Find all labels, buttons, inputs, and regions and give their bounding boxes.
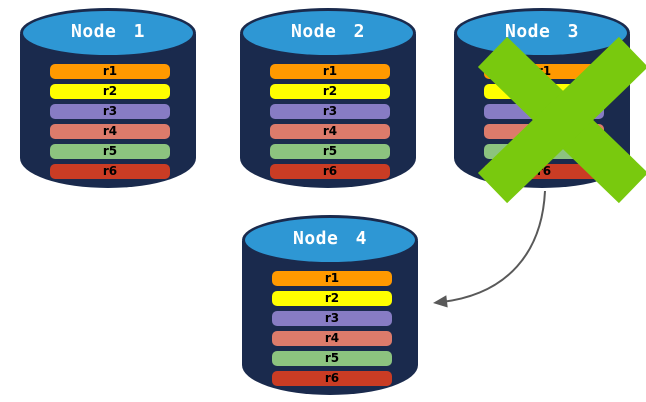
node-1: Node 1 r1 r2 r3 r4 r5 r6 (20, 8, 196, 188)
row-r1: r1 (272, 271, 392, 286)
replication-arrowhead (433, 295, 448, 308)
cylinder-top-face (23, 11, 193, 55)
node-title: Node 2 (290, 21, 366, 42)
node-4: Node 4 r1 r2 r3 r4 r5 r6 (242, 215, 418, 395)
row-r1: r1 (270, 64, 390, 79)
node-title: Node 4 (292, 228, 368, 249)
cylinder-top-rim (454, 8, 630, 58)
row-list: r1 r2 r3 r4 r5 r6 (272, 271, 392, 391)
row-r3: r3 (50, 104, 170, 119)
row-r3: r3 (272, 311, 392, 326)
cylinder-top-face (243, 11, 413, 55)
row-r3: r3 (270, 104, 390, 119)
cylinder-top-rim (20, 8, 196, 58)
row-r2: r2 (270, 84, 390, 99)
cylinder-top-face (245, 218, 415, 262)
row-r4: r4 (270, 124, 390, 139)
failure-cross-icon (454, 8, 646, 204)
row-list: r1 r2 r3 r4 r5 r6 (270, 64, 390, 184)
row-list: r1 r2 r3 r4 r5 r6 (50, 64, 170, 184)
row-r5: r5 (270, 144, 390, 159)
row-r2: r2 (272, 291, 392, 306)
row-r5: r5 (272, 351, 392, 366)
row-r1: r1 (50, 64, 170, 79)
node-title: Node 1 (70, 21, 146, 42)
row-r6: r6 (272, 371, 392, 386)
row-r4: r4 (272, 331, 392, 346)
node-2: Node 2 r1 r2 r3 r4 r5 r6 (240, 8, 416, 188)
cylinder-top-rim (242, 215, 418, 265)
cylinder-top-face (457, 11, 627, 55)
node-3: Node 3 r1 r2 r3 r4 r5 r6 (454, 8, 646, 204)
row-r5: r5 (50, 144, 170, 159)
cylinder-top-rim (240, 8, 416, 58)
row-r4: r4 (50, 124, 170, 139)
row-r6: r6 (270, 164, 390, 179)
replication-arrow-line (441, 190, 546, 303)
row-r2: r2 (50, 84, 170, 99)
row-r6: r6 (50, 164, 170, 179)
node-title: Node 3 (504, 21, 580, 42)
